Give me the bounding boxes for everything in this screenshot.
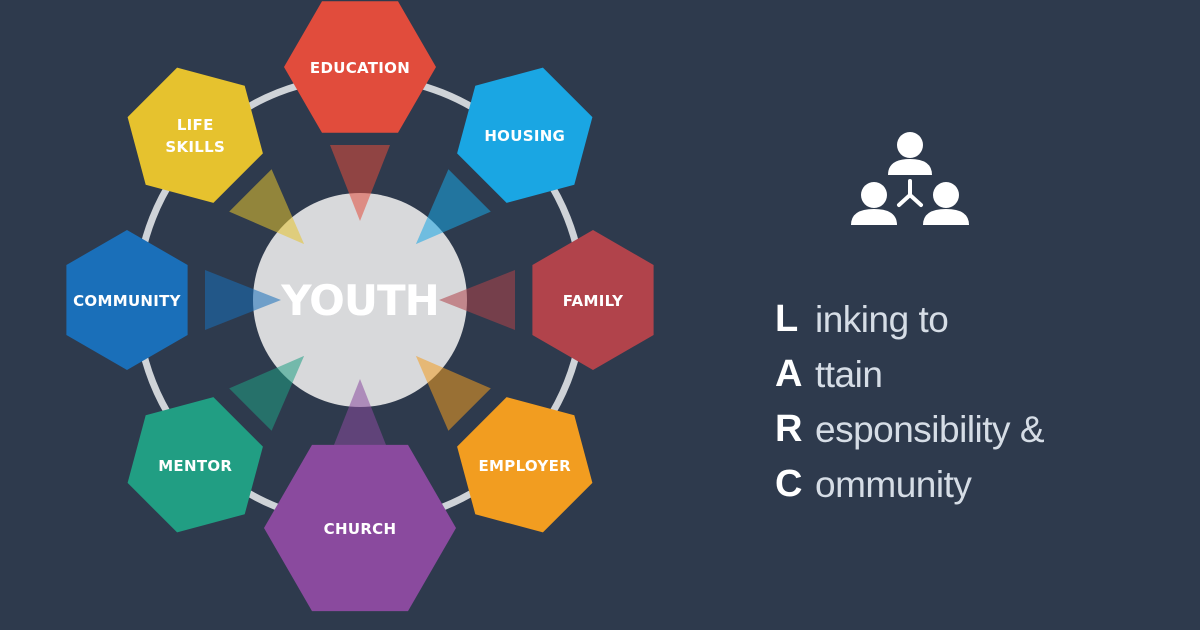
acronym-word-rest: ttain <box>815 353 883 395</box>
hexagon-housing <box>457 67 593 203</box>
pointer-community <box>205 270 281 330</box>
label-housing: HOUSING <box>484 127 565 145</box>
pointer-family <box>439 270 515 330</box>
pointer-life-skills <box>229 169 305 245</box>
label-education: EDUCATION <box>310 59 410 77</box>
label-employer: EMPLOYER <box>479 457 572 475</box>
hexagon-family <box>532 230 654 370</box>
label-church: CHURCH <box>324 520 397 538</box>
acronym-letter: A <box>775 353 803 395</box>
hexagon-life-skills <box>127 67 263 203</box>
label-community: COMMUNITY <box>73 292 182 310</box>
hexagon-employer <box>457 397 593 533</box>
pointer-housing <box>415 169 491 245</box>
youth-network-diagram: YOUTH EDUCATION HOUSING FAMILY EMPLOYER CHURC… <box>66 1 654 612</box>
hexagon-church <box>264 444 456 612</box>
pointer-church <box>330 379 390 455</box>
label-mentor: MENTOR <box>158 457 232 475</box>
hexagon-mentor <box>127 397 263 533</box>
center-label: YOUTH <box>280 276 439 325</box>
pointer-employer <box>415 355 491 431</box>
center-circle <box>253 193 467 407</box>
hexagon-community <box>66 230 188 370</box>
acronym-word-rest: inking to <box>815 298 949 340</box>
acronym-word-rest: esponsibility & <box>815 408 1045 450</box>
label-family: FAMILY <box>563 292 624 310</box>
pointer-education <box>330 145 390 221</box>
pointer-mentor <box>229 355 305 431</box>
hexagon-education <box>284 1 436 133</box>
acronym-letter: R <box>775 408 803 450</box>
people-network-icon <box>851 132 969 225</box>
acronym-letter: L <box>775 298 799 340</box>
acronym-word-rest: ommunity <box>815 463 972 505</box>
acronym-letter: C <box>775 463 803 505</box>
